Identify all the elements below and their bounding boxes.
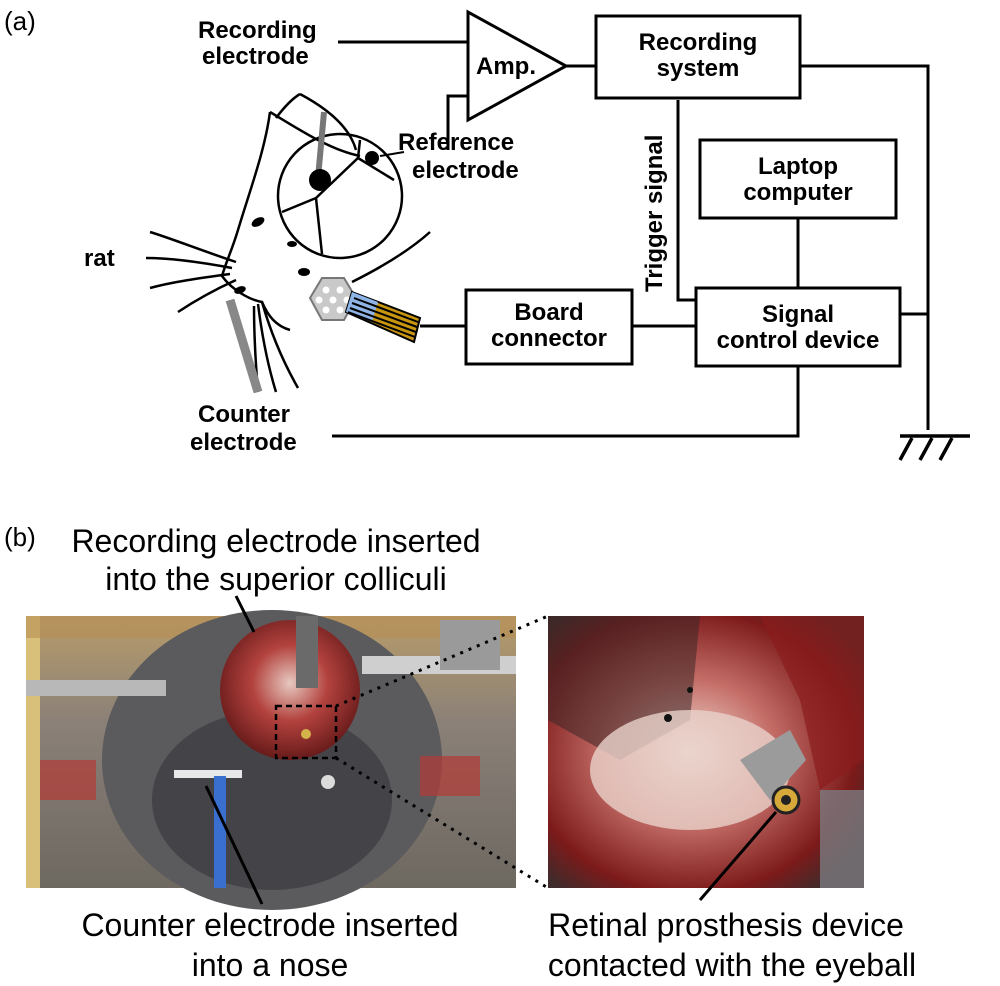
counter-electrode-label: Counter electrode (190, 401, 297, 456)
counter-electrode-rod (225, 298, 263, 394)
ground-icon (898, 434, 970, 461)
signal-control-device-box: Signal control device (694, 286, 902, 368)
svg-text:connector: connector (491, 325, 607, 352)
svg-text:contacted with the eyeball: contacted with the eyeball (548, 947, 916, 983)
zoom-region-box (274, 704, 338, 760)
amplifier: Amp. (466, 9, 570, 123)
svg-text:Recording: Recording (639, 29, 758, 56)
svg-text:Amp.: Amp. (476, 53, 536, 80)
laptop-computer-box: Laptop computer (698, 138, 898, 220)
recording-probe (309, 111, 405, 191)
svg-text:Counter: Counter (198, 401, 290, 428)
caption-retinal-prosthesis: Retinal prosthesis device contacted with… (548, 907, 916, 983)
svg-text:electrode: electrode (190, 429, 297, 456)
svg-text:Laptop: Laptop (758, 153, 838, 180)
svg-text:electrode: electrode (202, 43, 309, 70)
svg-text:control device: control device (717, 327, 880, 354)
svg-text:Board: Board (514, 299, 583, 326)
rat-features (234, 217, 310, 294)
svg-text:Signal: Signal (762, 301, 834, 328)
svg-text:into the superior colliculi: into the superior colliculi (105, 561, 447, 597)
photo-rat-overview (26, 610, 516, 910)
svg-text:Recording electrode inserted: Recording electrode inserted (71, 523, 480, 559)
rat-label: rat (84, 245, 115, 272)
panel-a-label: (a) (4, 6, 36, 36)
trigger-signal-label: Trigger signal (641, 135, 668, 292)
rat-head-illustration (145, 92, 431, 393)
svg-text:computer: computer (743, 179, 852, 206)
svg-text:Counter electrode inserted: Counter electrode inserted (81, 907, 458, 943)
photo-eye-closeup (548, 616, 864, 888)
prosthesis-device (308, 277, 422, 344)
svg-text:Retinal prosthesis device: Retinal prosthesis device (548, 907, 904, 943)
svg-text:into a nose: into a nose (192, 947, 349, 983)
panel-b-label: (b) (4, 522, 36, 552)
recording-electrode-label: Recording electrode (198, 17, 317, 70)
recording-system-box: Recording system (594, 14, 802, 100)
wiring (332, 40, 930, 438)
svg-text:system: system (657, 55, 740, 82)
board-connector-box: Board connector (464, 288, 634, 366)
pointer-lines (204, 595, 778, 905)
reference-electrode-label: Reference electrode (398, 129, 519, 184)
zoom-lines (335, 614, 549, 890)
svg-text:electrode: electrode (412, 157, 519, 184)
svg-text:Recording: Recording (198, 17, 317, 44)
caption-counter-electrode: Counter electrode inserted into a nose (81, 907, 458, 983)
caption-recording-electrode: Recording electrode inserted into the su… (71, 523, 480, 597)
svg-text:Reference: Reference (398, 129, 514, 156)
